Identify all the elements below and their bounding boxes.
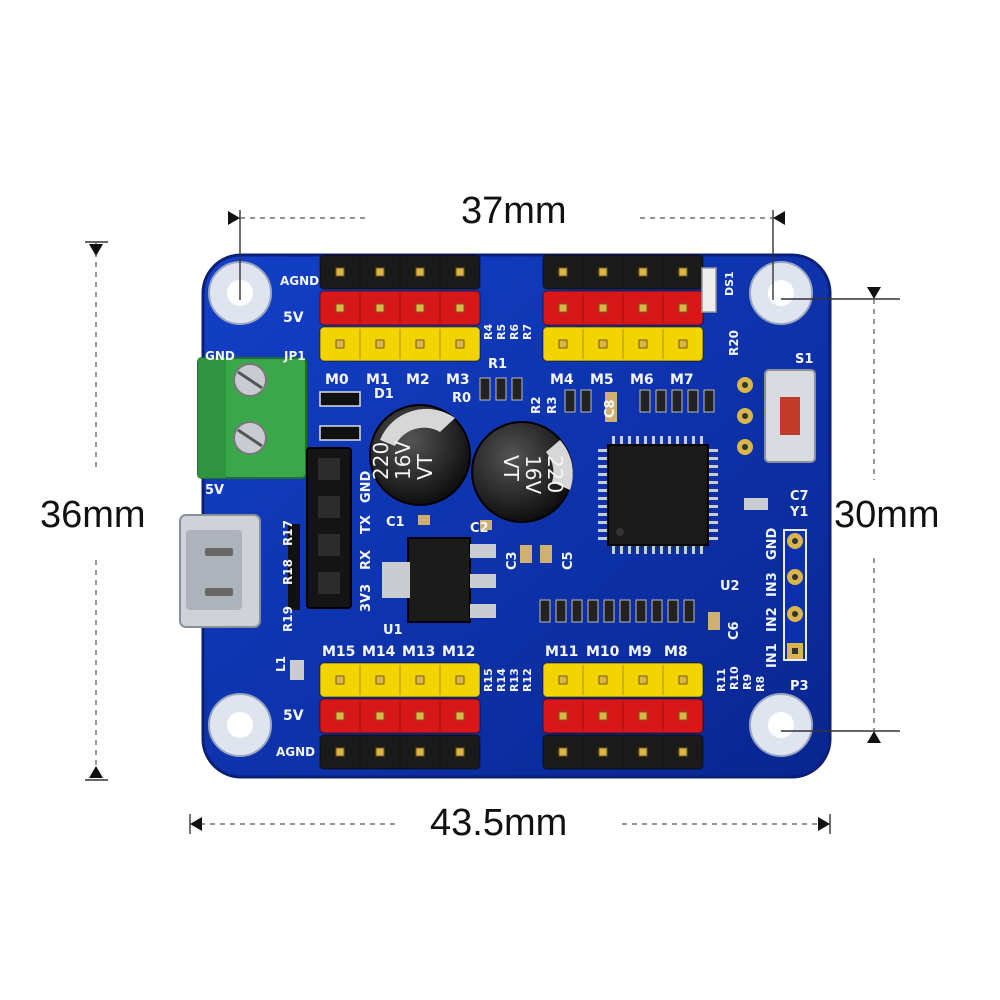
silk-m14: M14: [362, 644, 396, 660]
silk-c5: C5: [561, 551, 576, 570]
silk-u2: U2: [720, 579, 740, 594]
silk-r7: R7: [521, 324, 534, 340]
smd-components: [288, 267, 768, 680]
silk-y1: Y1: [789, 505, 808, 520]
header-block: [319, 662, 481, 770]
silk-r6: R6: [508, 324, 521, 340]
silk-m11: M11: [545, 644, 578, 660]
silk-u1: U1: [383, 623, 403, 638]
silk-in1: IN1: [765, 643, 780, 668]
silk-r20: R20: [727, 330, 741, 356]
silk-m8: M8: [664, 644, 688, 660]
silk-m1: M1: [366, 372, 390, 388]
silk-m5: M5: [590, 372, 614, 388]
silk-m15: M15: [322, 644, 355, 660]
silk-r8: R8: [754, 676, 767, 692]
silk-agnd: AGND: [280, 274, 319, 288]
silk-m0: M0: [325, 372, 349, 388]
silk-m7: M7: [670, 372, 694, 388]
capacitor-label: 220: [543, 455, 567, 493]
dimension-top: [228, 210, 785, 300]
silk-in3: IN3: [765, 572, 780, 597]
silk-c2: C2: [470, 521, 489, 536]
serial-female-header: [306, 447, 352, 609]
capacitor-c1: 220 16V VT: [369, 404, 471, 506]
dimension-right: [781, 287, 900, 743]
silk-jp1: JP1: [283, 349, 306, 363]
reset-button-s1: [764, 369, 816, 463]
silk-5v-terminal: 5V: [205, 483, 224, 498]
capacitor-label: 16V: [391, 441, 415, 480]
mounting-holes: [208, 261, 813, 757]
silk-gnd: GND: [359, 470, 374, 503]
silk-r4: R4: [482, 324, 495, 340]
capacitor-label: 220: [369, 442, 393, 480]
silk-m13: M13: [402, 644, 435, 660]
silk-m10: M10: [586, 644, 620, 660]
screw-terminal: [197, 357, 307, 479]
silk-s1: S1: [795, 352, 813, 367]
silk-c3: C3: [505, 551, 520, 570]
silk-r10: R10: [728, 666, 741, 690]
silk-d1: D1: [374, 387, 394, 402]
silk-m12: M12: [442, 644, 475, 660]
microcontroller-u2: [598, 436, 718, 554]
dimension-left: [85, 241, 108, 781]
header-block: [319, 254, 481, 362]
silk-gnd: GND: [205, 349, 235, 363]
silk-c8: C8: [603, 399, 618, 418]
silk-m6: M6: [630, 372, 654, 388]
silk-r0: R0: [452, 391, 471, 406]
micro-usb-connector: [179, 514, 261, 628]
header-block: [542, 662, 704, 770]
dimension-right-label: 30mm: [834, 494, 940, 536]
silk-r2: R2: [529, 396, 543, 414]
silk-c7: C7: [790, 489, 809, 504]
dimension-bottom: [189, 814, 831, 834]
silk-in2: IN2: [765, 607, 780, 632]
silk-5v: 5V: [283, 310, 304, 326]
silk-3v3: 3V3: [359, 584, 374, 612]
silk-rx: RX: [359, 550, 374, 570]
silk-r12: R12: [521, 668, 534, 692]
header-block: [542, 254, 704, 362]
silk-r3: R3: [545, 396, 559, 414]
silk-m4: M4: [550, 372, 574, 388]
silk-p3: P3: [790, 679, 809, 694]
silk-m9: M9: [628, 644, 652, 660]
silk-5v: 5V: [283, 708, 304, 724]
silk-r9: R9: [741, 674, 754, 690]
silk-ds1: DS1: [723, 271, 736, 296]
capacitor-c2: 220 16V VT: [471, 421, 573, 523]
capacitor-label: VT: [413, 453, 437, 480]
voltage-regulator-u1: [382, 537, 496, 623]
silk-tx: TX: [359, 515, 374, 534]
silk-r17: R17: [281, 520, 295, 546]
silk-r18: R18: [281, 559, 295, 585]
silk-c6: C6: [727, 621, 742, 640]
silk-r5: R5: [495, 324, 508, 340]
capacitor-label: 16V: [521, 455, 545, 494]
silk-agnd: AGND: [276, 745, 315, 759]
dimension-left-label: 36mm: [40, 494, 146, 536]
silk-m2: M2: [406, 372, 430, 388]
silk-c1: C1: [386, 515, 405, 530]
silk-r11: R11: [715, 668, 728, 692]
silk-r15: R15: [482, 668, 495, 692]
capacitor-label: VT: [499, 455, 523, 482]
silk-r19: R19: [281, 606, 295, 632]
silk-r13: R13: [508, 668, 521, 692]
silk-in-gnd: GND: [765, 527, 780, 560]
dimension-bottom-label: 43.5mm: [430, 802, 568, 844]
dimension-top-label: 37mm: [461, 190, 567, 232]
silk-l1: L1: [274, 656, 288, 672]
silk-m3: M3: [446, 372, 470, 388]
through-hole-pads: [737, 377, 807, 661]
silk-r14: R14: [495, 668, 508, 692]
silk-r1: R1: [488, 357, 507, 372]
silkscreen-labels: AGND 5V 5V AGND M0 M1 M2 M3 M4 M5 M6 M7 …: [205, 271, 813, 759]
